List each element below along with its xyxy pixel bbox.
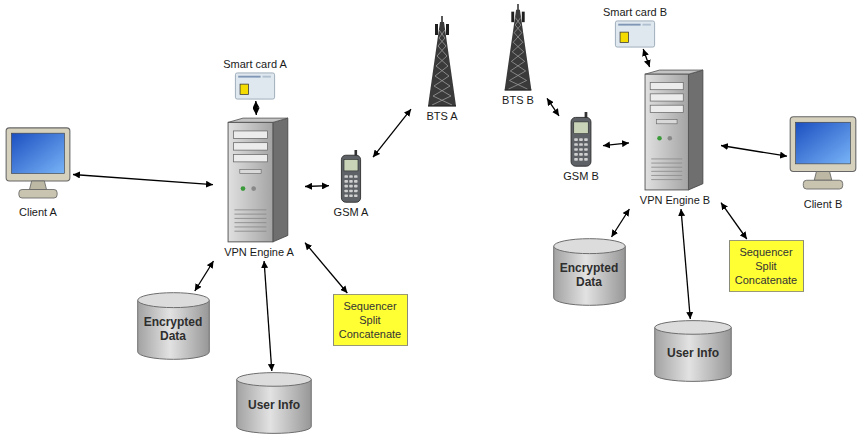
- node-label: GSM A: [334, 205, 369, 219]
- node-label: Sequencer Split Concatenate: [339, 299, 401, 341]
- phone-icon: [560, 112, 602, 168]
- connector-arrow: [603, 143, 629, 146]
- connector-arrow: [73, 175, 213, 185]
- node-label: User Info: [667, 346, 719, 360]
- card-icon: [595, 20, 675, 48]
- pc-icon: [214, 116, 304, 244]
- connector-arrow: [305, 243, 347, 293]
- bts-icon: [490, 4, 546, 92]
- connector-arrow: [681, 209, 690, 319]
- database-cylinder: Encrypted Data: [553, 238, 626, 306]
- client-computer-node: Client A: [4, 124, 72, 220]
- node-label: VPN Engine A: [224, 245, 294, 259]
- connector-arrow: [612, 209, 630, 237]
- connector-arrow: [547, 98, 559, 116]
- vpn-engine-node: VPN Engine B: [630, 68, 720, 208]
- node-label: BTS B: [502, 93, 534, 107]
- node-label: User Info: [248, 398, 300, 412]
- connector-arrow: [264, 261, 272, 371]
- connector-arrow: [305, 185, 329, 187]
- node-label: VPN Engine B: [640, 193, 710, 207]
- phone-icon: [330, 150, 372, 204]
- node-label: Client A: [19, 205, 57, 219]
- pc-icon: [630, 68, 720, 192]
- monitor-icon: [788, 112, 858, 196]
- node-label: Encrypted Data: [560, 261, 619, 289]
- database-cylinder: User Info: [236, 372, 312, 434]
- vpn-engine-node: VPN Engine A: [214, 116, 304, 260]
- connector-arrow: [195, 261, 214, 291]
- gsm-phone-node: GSM B: [560, 112, 602, 184]
- connector-arrow: [721, 146, 787, 157]
- node-label: Smart card A: [223, 57, 287, 71]
- client-computer-node: Client B: [788, 112, 858, 212]
- smart-card-node: Smart card A: [215, 56, 295, 100]
- process-box: Sequencer Split Concatenate: [729, 240, 804, 292]
- node-label: Sequencer Split Concatenate: [735, 245, 797, 287]
- node-label: GSM B: [563, 169, 598, 183]
- node-label: Encrypted Data: [144, 315, 203, 343]
- connector-arrow: [255, 101, 257, 115]
- node-label: Client B: [804, 197, 843, 211]
- process-box: Sequencer Split Concatenate: [333, 294, 408, 346]
- connector-arrow: [643, 49, 649, 67]
- gsm-phone-node: GSM A: [330, 150, 372, 220]
- bts-icon: [412, 16, 472, 108]
- bts-tower-node: BTS A: [412, 16, 472, 124]
- connector-arrow: [721, 203, 747, 239]
- card-icon: [215, 72, 295, 100]
- database-cylinder: User Info: [654, 320, 732, 382]
- connector-arrow: [373, 109, 411, 157]
- node-label: BTS A: [426, 109, 457, 123]
- node-label: Smart card B: [603, 5, 667, 19]
- database-cylinder: Encrypted Data: [137, 292, 210, 360]
- bts-tower-node: BTS B: [490, 4, 546, 108]
- monitor-icon: [4, 124, 72, 204]
- smart-card-node: Smart card B: [595, 4, 675, 48]
